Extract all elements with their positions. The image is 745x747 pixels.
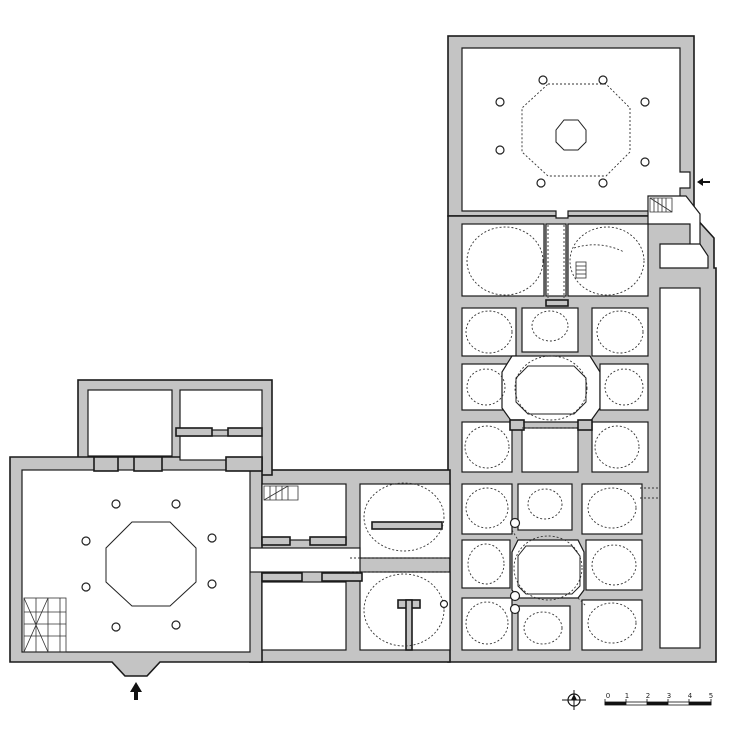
octagon-outlines	[105, 119, 587, 607]
scale-bar: 0 1 2 3 4 5	[604, 692, 713, 706]
column	[111, 499, 121, 509]
column	[509, 517, 521, 529]
column	[640, 97, 650, 107]
dome-outlines	[350, 83, 660, 647]
column	[439, 599, 449, 609]
column	[598, 178, 608, 188]
column	[171, 620, 181, 630]
room-warm-upper	[359, 483, 451, 559]
wall-stubs	[93, 299, 593, 651]
column	[207, 579, 217, 589]
column	[509, 603, 521, 615]
room-warm-lower	[359, 571, 451, 651]
north-arrow-icon	[562, 690, 586, 710]
arch-outline	[573, 244, 625, 253]
column	[536, 178, 546, 188]
scale-label: 2	[646, 692, 650, 700]
side-entrance-arrow-icon	[697, 178, 710, 186]
room-upper-hall	[461, 47, 691, 219]
column	[81, 582, 91, 592]
room-long-corridor	[659, 287, 701, 649]
column	[495, 97, 505, 107]
scale-label: 3	[667, 692, 671, 700]
column	[81, 536, 91, 546]
column	[207, 533, 217, 543]
column	[538, 75, 548, 85]
scale-label: 0	[606, 692, 610, 700]
scale-label: 1	[625, 692, 629, 700]
column	[111, 622, 121, 632]
column	[509, 590, 521, 602]
column	[495, 145, 505, 155]
room-vault-ne	[567, 223, 649, 297]
column	[171, 499, 181, 509]
staircase-icon	[23, 197, 673, 653]
entrance-arrow-icon	[130, 682, 142, 700]
scale-label: 4	[688, 692, 693, 700]
rooms	[21, 47, 709, 653]
scale-label: 5	[709, 692, 713, 700]
column	[640, 157, 650, 167]
room-main-hall	[21, 469, 251, 653]
columns	[81, 75, 650, 632]
column	[598, 75, 608, 85]
room-vault-nw	[461, 223, 545, 297]
